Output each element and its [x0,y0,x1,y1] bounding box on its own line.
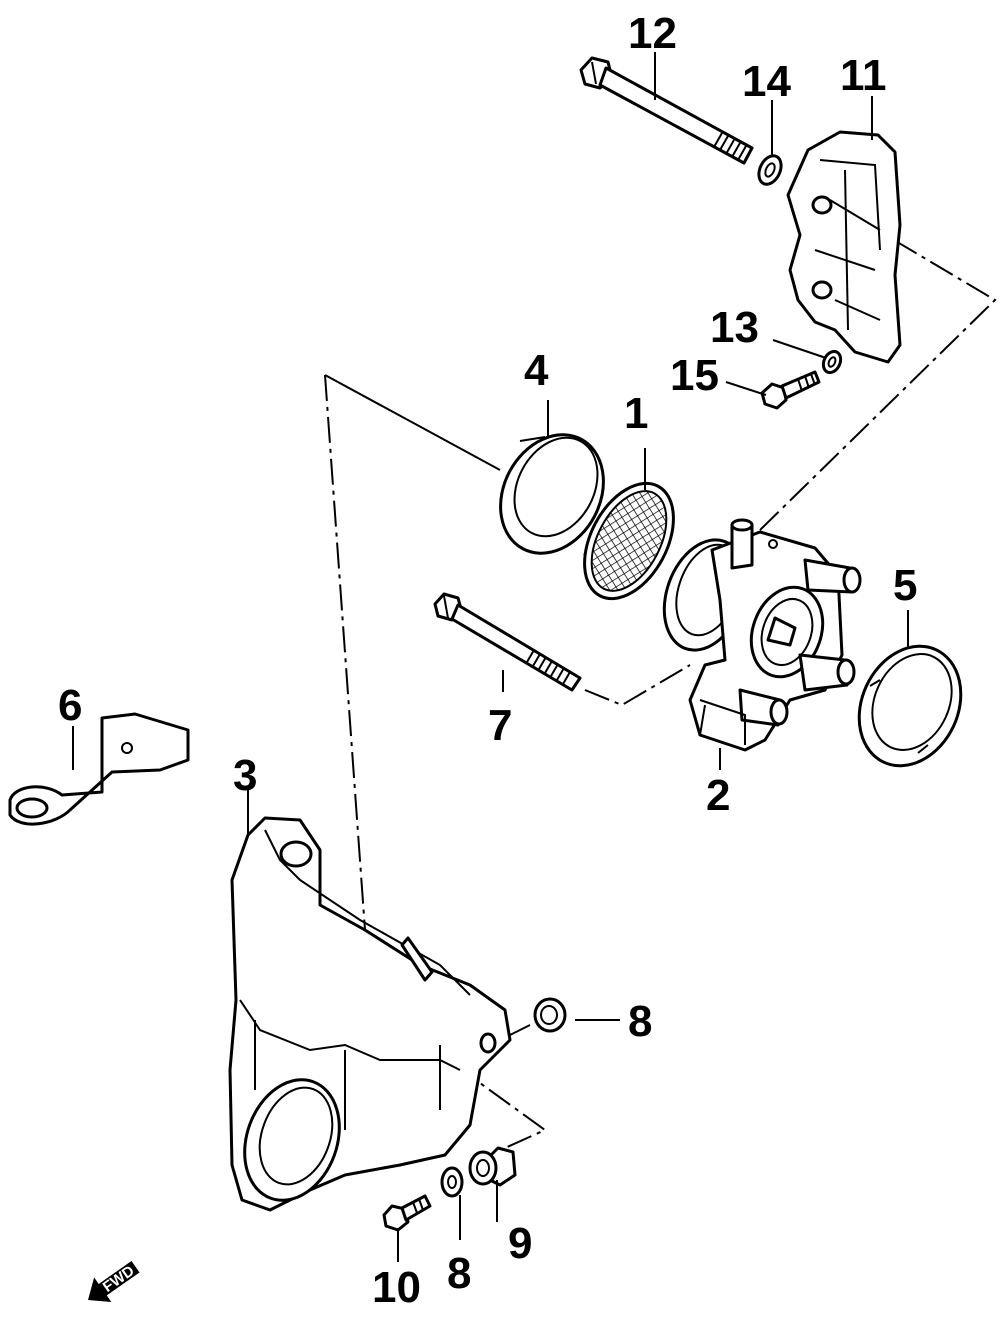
callout-1: 1 [624,389,648,438]
part-14-washer [757,154,783,186]
part-15-bolt [760,370,821,410]
callout-13: 13 [710,303,759,352]
callout-10: 10 [372,1263,421,1312]
part-12-bolt [579,56,754,165]
part-11-bracket [786,130,902,364]
part-8-grommet-upper [533,997,567,1033]
callout-3: 3 [233,751,257,800]
callout-2: 2 [706,771,730,820]
part-1-mesh-screen [583,481,675,601]
callout-7: 7 [488,701,512,750]
callout-12: 12 [628,9,677,58]
callout-15: 15 [670,351,719,400]
part-10-screw [382,1194,432,1232]
part-9-bushing [468,1146,517,1187]
fwd-arrow-icon: FWD [88,1260,140,1302]
part-2-pump-housing [662,518,862,752]
part-3-cover [228,816,512,1212]
part-6-plate [8,712,190,826]
callout-9: 9 [508,1219,532,1268]
callout-14: 14 [742,57,791,106]
callout-leaders [72,52,909,1262]
part-8-washer-lower [440,1166,464,1198]
callout-4: 4 [524,346,549,395]
callout-6: 6 [58,681,82,730]
part-13-washer [821,349,843,375]
callout-8-lower: 8 [447,1249,471,1298]
callout-11: 11 [840,51,887,100]
part-7-bolt [433,592,582,692]
callout-5: 5 [893,561,917,610]
callout-labels: 1 2 3 4 5 6 7 8 8 9 10 11 12 13 14 15 [58,9,917,1312]
part-5-seal-ring [857,644,963,768]
callout-8-upper: 8 [628,997,652,1046]
part-4-ring [499,433,605,556]
